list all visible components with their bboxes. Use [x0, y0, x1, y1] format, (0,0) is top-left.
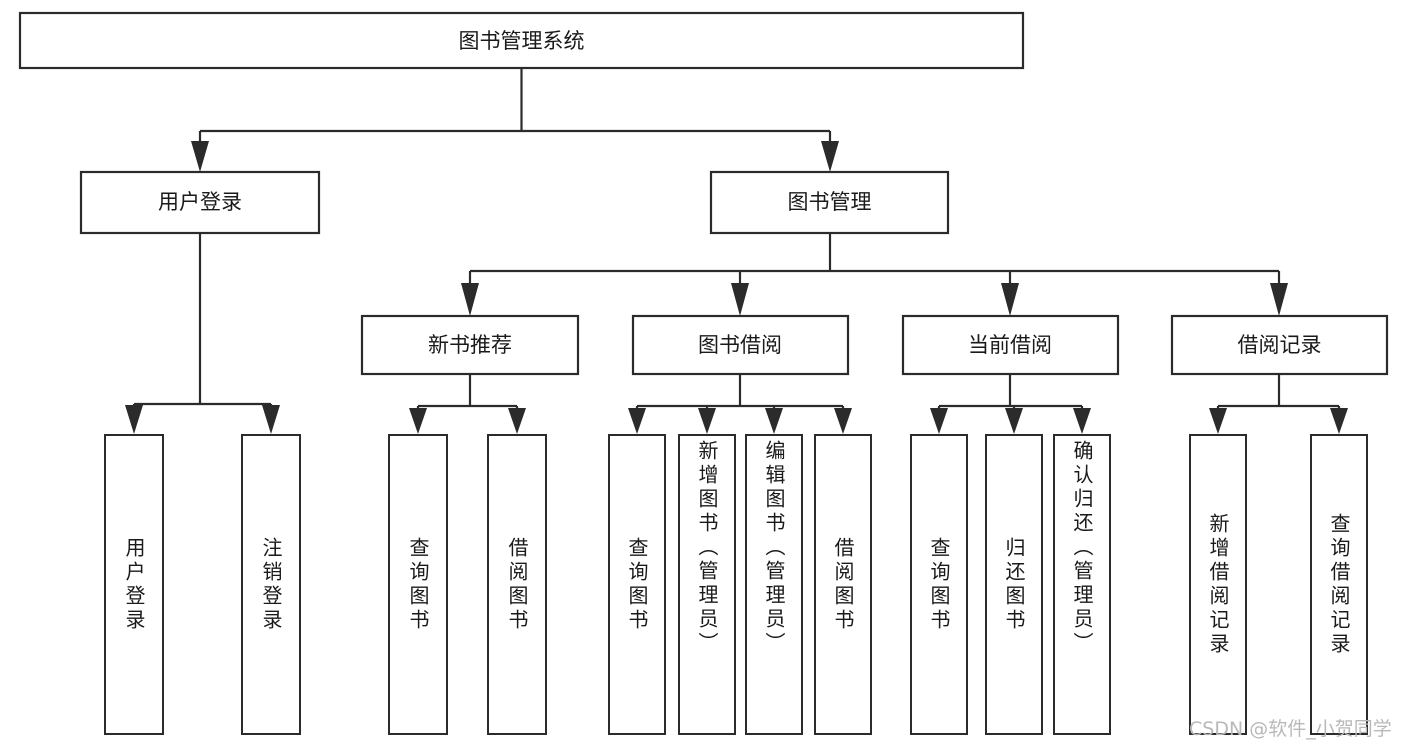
leaf-query-book-newbook-label: 查询图书 [406, 536, 430, 633]
leaf-query-book-newbook[interactable]: 查询图书 [388, 434, 448, 735]
leaf-borrow-book-borrow-label: 借阅图书 [831, 536, 855, 633]
leaf-query-book-borrow-label: 查询图书 [625, 536, 649, 633]
leaf-edit-book-admin[interactable]: 编辑图书（管理员） [745, 434, 803, 735]
leaf-query-book-borrow[interactable]: 查询图书 [608, 434, 666, 735]
leaf-edit-book-admin-label: 编辑图书（管理员） [762, 440, 786, 656]
arrow-to-leaf-confirm-return [1073, 408, 1091, 434]
node-borrow-record[interactable]: 借阅记录 [1170, 314, 1389, 376]
leaf-borrow-book-newbook[interactable]: 借阅图书 [487, 434, 547, 735]
node-book-management[interactable]: 图书管理 [709, 170, 950, 235]
leaf-logout[interactable]: 注销登录 [241, 434, 301, 735]
csdn-watermark: CSDN @软件_小贺同学 [1189, 718, 1392, 740]
arrow-to-new-book-recommend [461, 283, 479, 316]
leaf-borrow-book-borrow[interactable]: 借阅图书 [814, 434, 872, 735]
connector-layer [125, 68, 1348, 434]
leaf-borrow-book-newbook-label: 借阅图书 [505, 536, 529, 633]
leaf-return-book[interactable]: 归还图书 [985, 434, 1043, 735]
node-book-management-label: 图书管理 [788, 190, 872, 214]
node-book-borrow-box [631, 314, 850, 376]
arrow-to-book-management [821, 141, 839, 172]
node-book-management-box [709, 170, 950, 235]
leaf-logout-label: 注销登录 [259, 536, 283, 633]
node-root-system-box [18, 11, 1025, 70]
node-borrow-record-box [1170, 314, 1389, 376]
leaf-add-book-admin-label: 新增图书（管理员） [695, 440, 719, 656]
node-root-system[interactable]: 图书管理系统 [18, 11, 1025, 70]
arrow-to-user-login [191, 141, 209, 172]
arrow-to-leaf-add-record [1209, 408, 1227, 434]
arrow-to-leaf-query-book-1 [409, 408, 427, 434]
node-current-borrow-label: 当前借阅 [968, 333, 1052, 357]
arrow-to-leaf-query-book-2 [628, 408, 646, 434]
node-user-login-box [79, 170, 321, 235]
leaf-add-book-admin[interactable]: 新增图书（管理员） [678, 434, 736, 735]
arrow-to-leaf-user-login [125, 405, 143, 434]
node-current-borrow[interactable]: 当前借阅 [901, 314, 1120, 376]
leaf-user-login[interactable]: 用户登录 [104, 434, 164, 735]
arrow-to-leaf-add-book [698, 408, 716, 434]
arrow-to-borrow-record [1270, 283, 1288, 316]
leaf-return-book-label: 归还图书 [1002, 536, 1026, 633]
leaf-user-login-label: 用户登录 [122, 536, 146, 633]
node-user-login-label: 用户登录 [158, 190, 242, 214]
arrow-to-leaf-borrow-book-2 [834, 408, 852, 434]
leaf-confirm-return-admin-label: 确认归还（管理员） [1070, 440, 1094, 656]
arrow-to-book-borrow [731, 283, 749, 316]
leaf-add-borrow-record-label: 新增借阅记录 [1206, 512, 1230, 657]
leaf-add-borrow-record[interactable]: 新增借阅记录 [1189, 434, 1247, 735]
leaf-query-book-current-label: 查询图书 [927, 536, 951, 633]
arrow-to-leaf-logout [262, 405, 280, 434]
node-book-borrow[interactable]: 图书借阅 [631, 314, 850, 376]
leaf-confirm-return-admin[interactable]: 确认归还（管理员） [1053, 434, 1111, 735]
node-new-book-recommend-box [360, 314, 580, 376]
leaf-query-book-current[interactable]: 查询图书 [910, 434, 968, 735]
node-current-borrow-box [901, 314, 1120, 376]
arrow-to-leaf-edit-book [765, 408, 783, 434]
node-new-book-recommend-label: 新书推荐 [428, 333, 512, 357]
arrow-to-leaf-query-record [1330, 408, 1348, 434]
node-user-login[interactable]: 用户登录 [79, 170, 321, 235]
node-root-system-label: 图书管理系统 [459, 29, 585, 53]
arrow-to-leaf-query-book-3 [930, 408, 948, 434]
arrow-to-leaf-return-book [1005, 408, 1023, 434]
node-new-book-recommend[interactable]: 新书推荐 [360, 314, 580, 376]
arrow-to-leaf-borrow-book-1 [508, 408, 526, 434]
leaf-query-borrow-record[interactable]: 查询借阅记录 [1310, 434, 1368, 735]
node-borrow-record-label: 借阅记录 [1238, 333, 1322, 357]
leaf-query-borrow-record-label: 查询借阅记录 [1327, 512, 1351, 657]
node-book-borrow-label: 图书借阅 [698, 333, 782, 357]
arrow-to-current-borrow [1001, 283, 1019, 316]
